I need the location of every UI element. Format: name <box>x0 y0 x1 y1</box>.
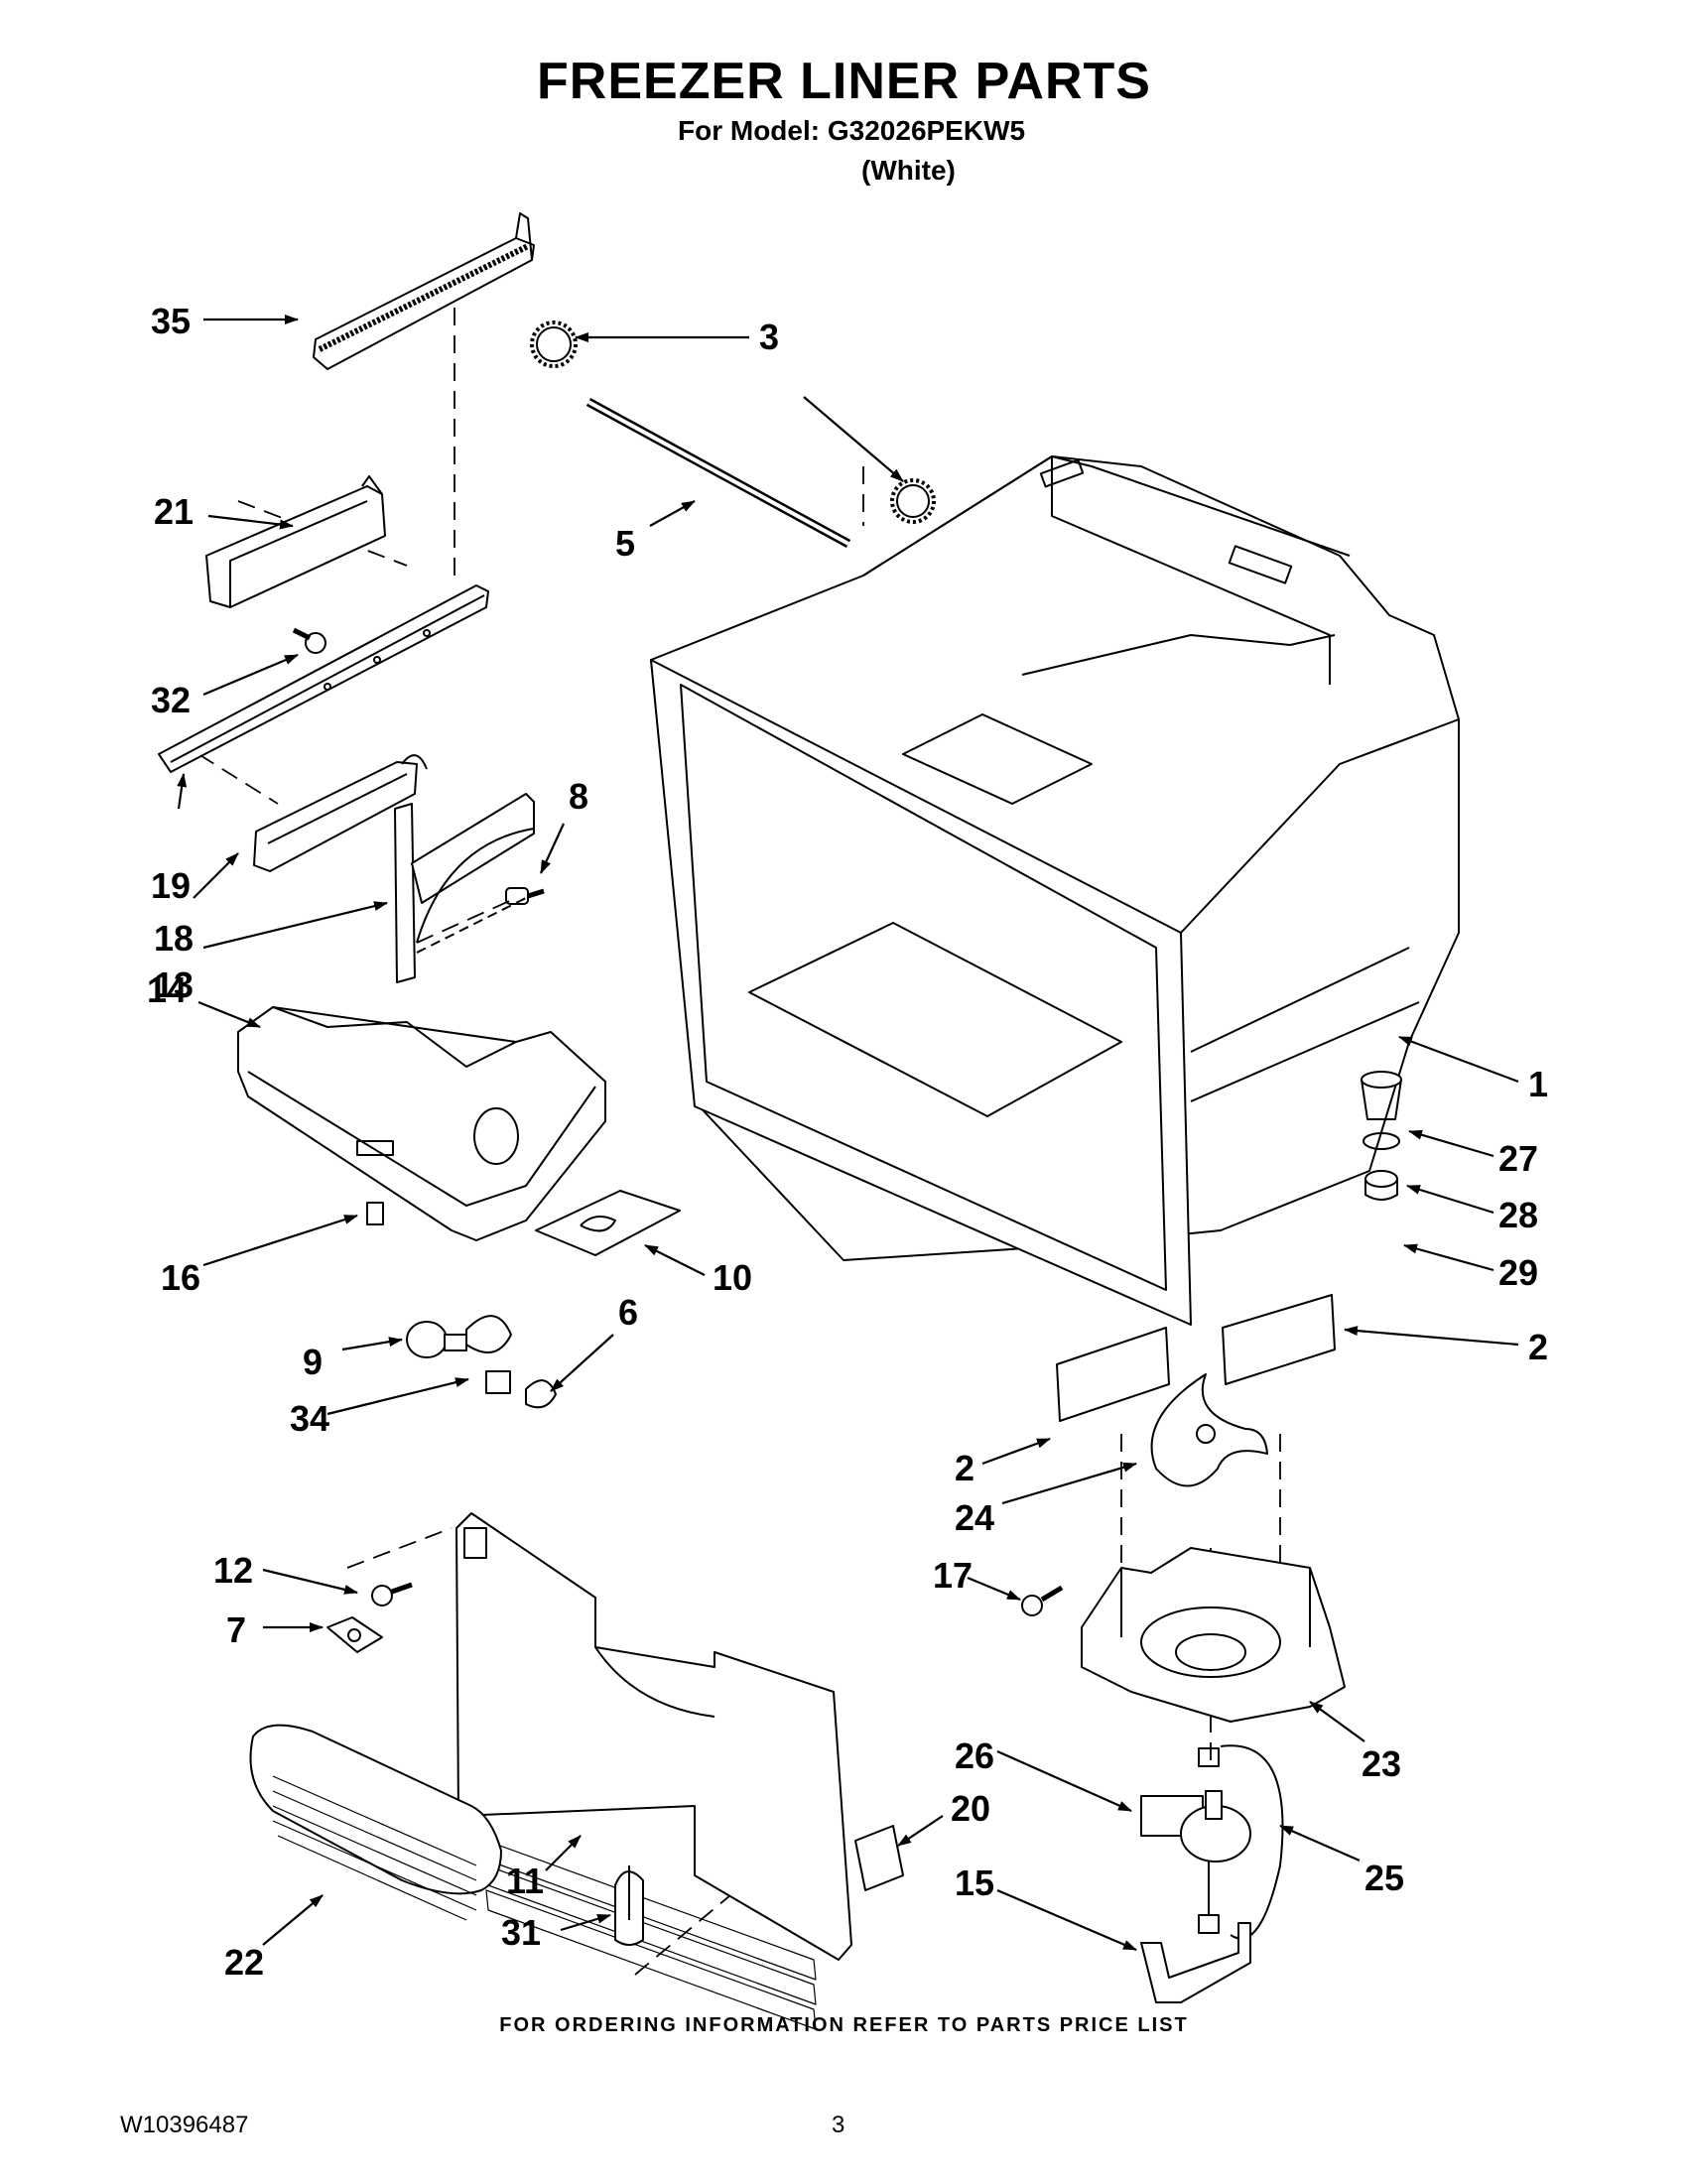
callout-1: 1 <box>1528 1064 1548 1104</box>
callout-31: 31 <box>501 1912 541 1953</box>
callout-32: 32 <box>151 680 191 720</box>
part-17-screw <box>1021 1585 1064 1616</box>
callout-15: 15 <box>955 1863 994 1903</box>
part-8-screw <box>505 887 545 905</box>
callout-6: 6 <box>618 1292 638 1333</box>
part-1-liner <box>650 455 1460 1326</box>
callout-27: 27 <box>1498 1138 1538 1179</box>
callout-14: 14 <box>147 969 187 1010</box>
callout-20: 20 <box>951 1788 990 1829</box>
callout-22: 22 <box>224 1942 264 1983</box>
callout-23: 23 <box>1362 1743 1401 1784</box>
part-12-screw <box>371 1582 413 1606</box>
part-19-channel <box>158 584 489 773</box>
callout-34: 34 <box>290 1398 329 1439</box>
callout-26: 26 <box>955 1735 994 1776</box>
callout-35: 35 <box>151 301 191 341</box>
part-5-rod <box>585 398 851 548</box>
part-16-clip <box>366 1202 384 1225</box>
part-31-clip <box>614 1865 644 1946</box>
callout-25: 25 <box>1364 1858 1404 1898</box>
callout-leaders <box>177 315 1519 1952</box>
callout-24: 24 <box>955 1497 994 1538</box>
part-24-fan-blade <box>1150 1373 1268 1487</box>
callout-17: 17 <box>933 1555 973 1596</box>
ordering-note: FOR ORDERING INFORMATION REFER TO PARTS … <box>499 2014 1189 2036</box>
callout-16: 16 <box>161 1257 200 1298</box>
part-2-strip-left <box>1056 1327 1170 1422</box>
callout-2-right: 2 <box>1528 1327 1548 1367</box>
callout-19: 19 <box>151 865 191 906</box>
callout-10: 10 <box>713 1257 752 1298</box>
part-15-bracket <box>1140 1922 1251 2003</box>
callout-2-left: 2 <box>955 1448 974 1488</box>
part-10-label <box>535 1190 681 1256</box>
part-2-strip-right <box>1222 1294 1336 1385</box>
callout-18: 18 <box>154 918 194 959</box>
page-title: FREEZER LINER PARTS <box>537 53 1151 110</box>
part-27-drain-fitting <box>1361 1071 1402 1120</box>
callout-numbers: 35 3 5 21 32 19 18 13 8 14 16 10 9 34 6 … <box>147 301 1548 1983</box>
callout-7: 7 <box>226 1609 246 1650</box>
callout-8: 8 <box>569 776 588 817</box>
part-23-shroud <box>1081 1547 1346 1723</box>
document-number: W10396487 <box>120 2112 249 2138</box>
part-11-cover-panel <box>455 1512 852 2030</box>
callout-29: 29 <box>1498 1252 1538 1293</box>
callout-5: 5 <box>615 523 635 564</box>
callout-9: 9 <box>303 1342 323 1382</box>
part-29-grommet <box>1364 1170 1398 1201</box>
part-35-rail <box>313 212 535 370</box>
part-6-cover <box>525 1379 557 1409</box>
part-9-bulb <box>406 1321 467 1358</box>
part-3-gear-left <box>530 321 578 368</box>
part-26-motor <box>1140 1747 1251 1934</box>
model-line: For Model: G32026PEKW5 <box>678 115 1026 146</box>
part-18-clip <box>253 754 428 872</box>
part-14-trough <box>237 1006 606 1241</box>
part-3-gear-right <box>890 478 936 524</box>
part-20-strip <box>854 1825 904 1891</box>
page-number: 3 <box>832 2112 845 2138</box>
part-7-mount <box>326 1616 383 1653</box>
callout-12: 12 <box>213 1550 253 1591</box>
color-line: (White) <box>861 155 956 186</box>
callout-3: 3 <box>759 317 779 357</box>
callout-28: 28 <box>1498 1195 1538 1235</box>
callout-21: 21 <box>154 491 194 532</box>
part-22-grille <box>249 1724 502 1921</box>
part-32-screw <box>292 627 326 654</box>
part-34-socket <box>465 1315 512 1394</box>
part-21-bracket <box>205 475 386 608</box>
part-13-duct-panel <box>394 793 537 983</box>
part-28-ring <box>1363 1132 1400 1150</box>
callout-11: 11 <box>506 1861 544 1901</box>
callout-13: 13 <box>154 964 194 1005</box>
